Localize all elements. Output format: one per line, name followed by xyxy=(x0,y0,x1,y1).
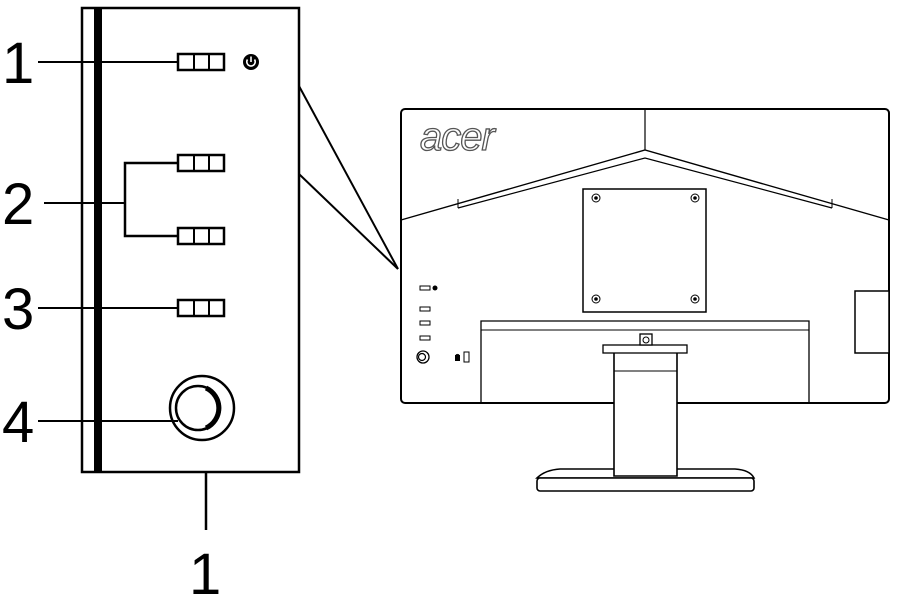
joystick-control[interactable] xyxy=(168,374,236,442)
callout-4-joystick: 4 xyxy=(2,390,34,455)
kensington-lock-icon xyxy=(455,351,470,363)
panel-edge-bar xyxy=(94,8,102,472)
down-button[interactable] xyxy=(176,226,226,246)
callout-1-power: 1 xyxy=(2,31,34,96)
callout-1-bottom: 1 xyxy=(189,542,221,602)
stand-neck xyxy=(602,333,688,477)
control-panel-detail: 1 2 3 4 1 xyxy=(2,6,301,602)
zoom-connector-lines xyxy=(298,85,399,270)
callout-leader-lines xyxy=(38,61,208,530)
acer-logo: acer xyxy=(420,115,496,159)
monitor-rear-view: acer xyxy=(400,108,890,492)
input-button[interactable] xyxy=(176,298,226,318)
monitor-control-buttons xyxy=(416,285,438,364)
up-button[interactable] xyxy=(176,153,226,173)
power-button[interactable] xyxy=(176,52,226,72)
callout-3-input: 3 xyxy=(2,277,34,342)
side-port-cover xyxy=(854,290,890,354)
bottom-connector-housing xyxy=(480,320,810,403)
vesa-mount-plate xyxy=(582,188,707,313)
callout-2-navigation: 2 xyxy=(2,172,34,237)
power-icon xyxy=(243,54,259,70)
housing-contour-lines xyxy=(400,109,890,221)
